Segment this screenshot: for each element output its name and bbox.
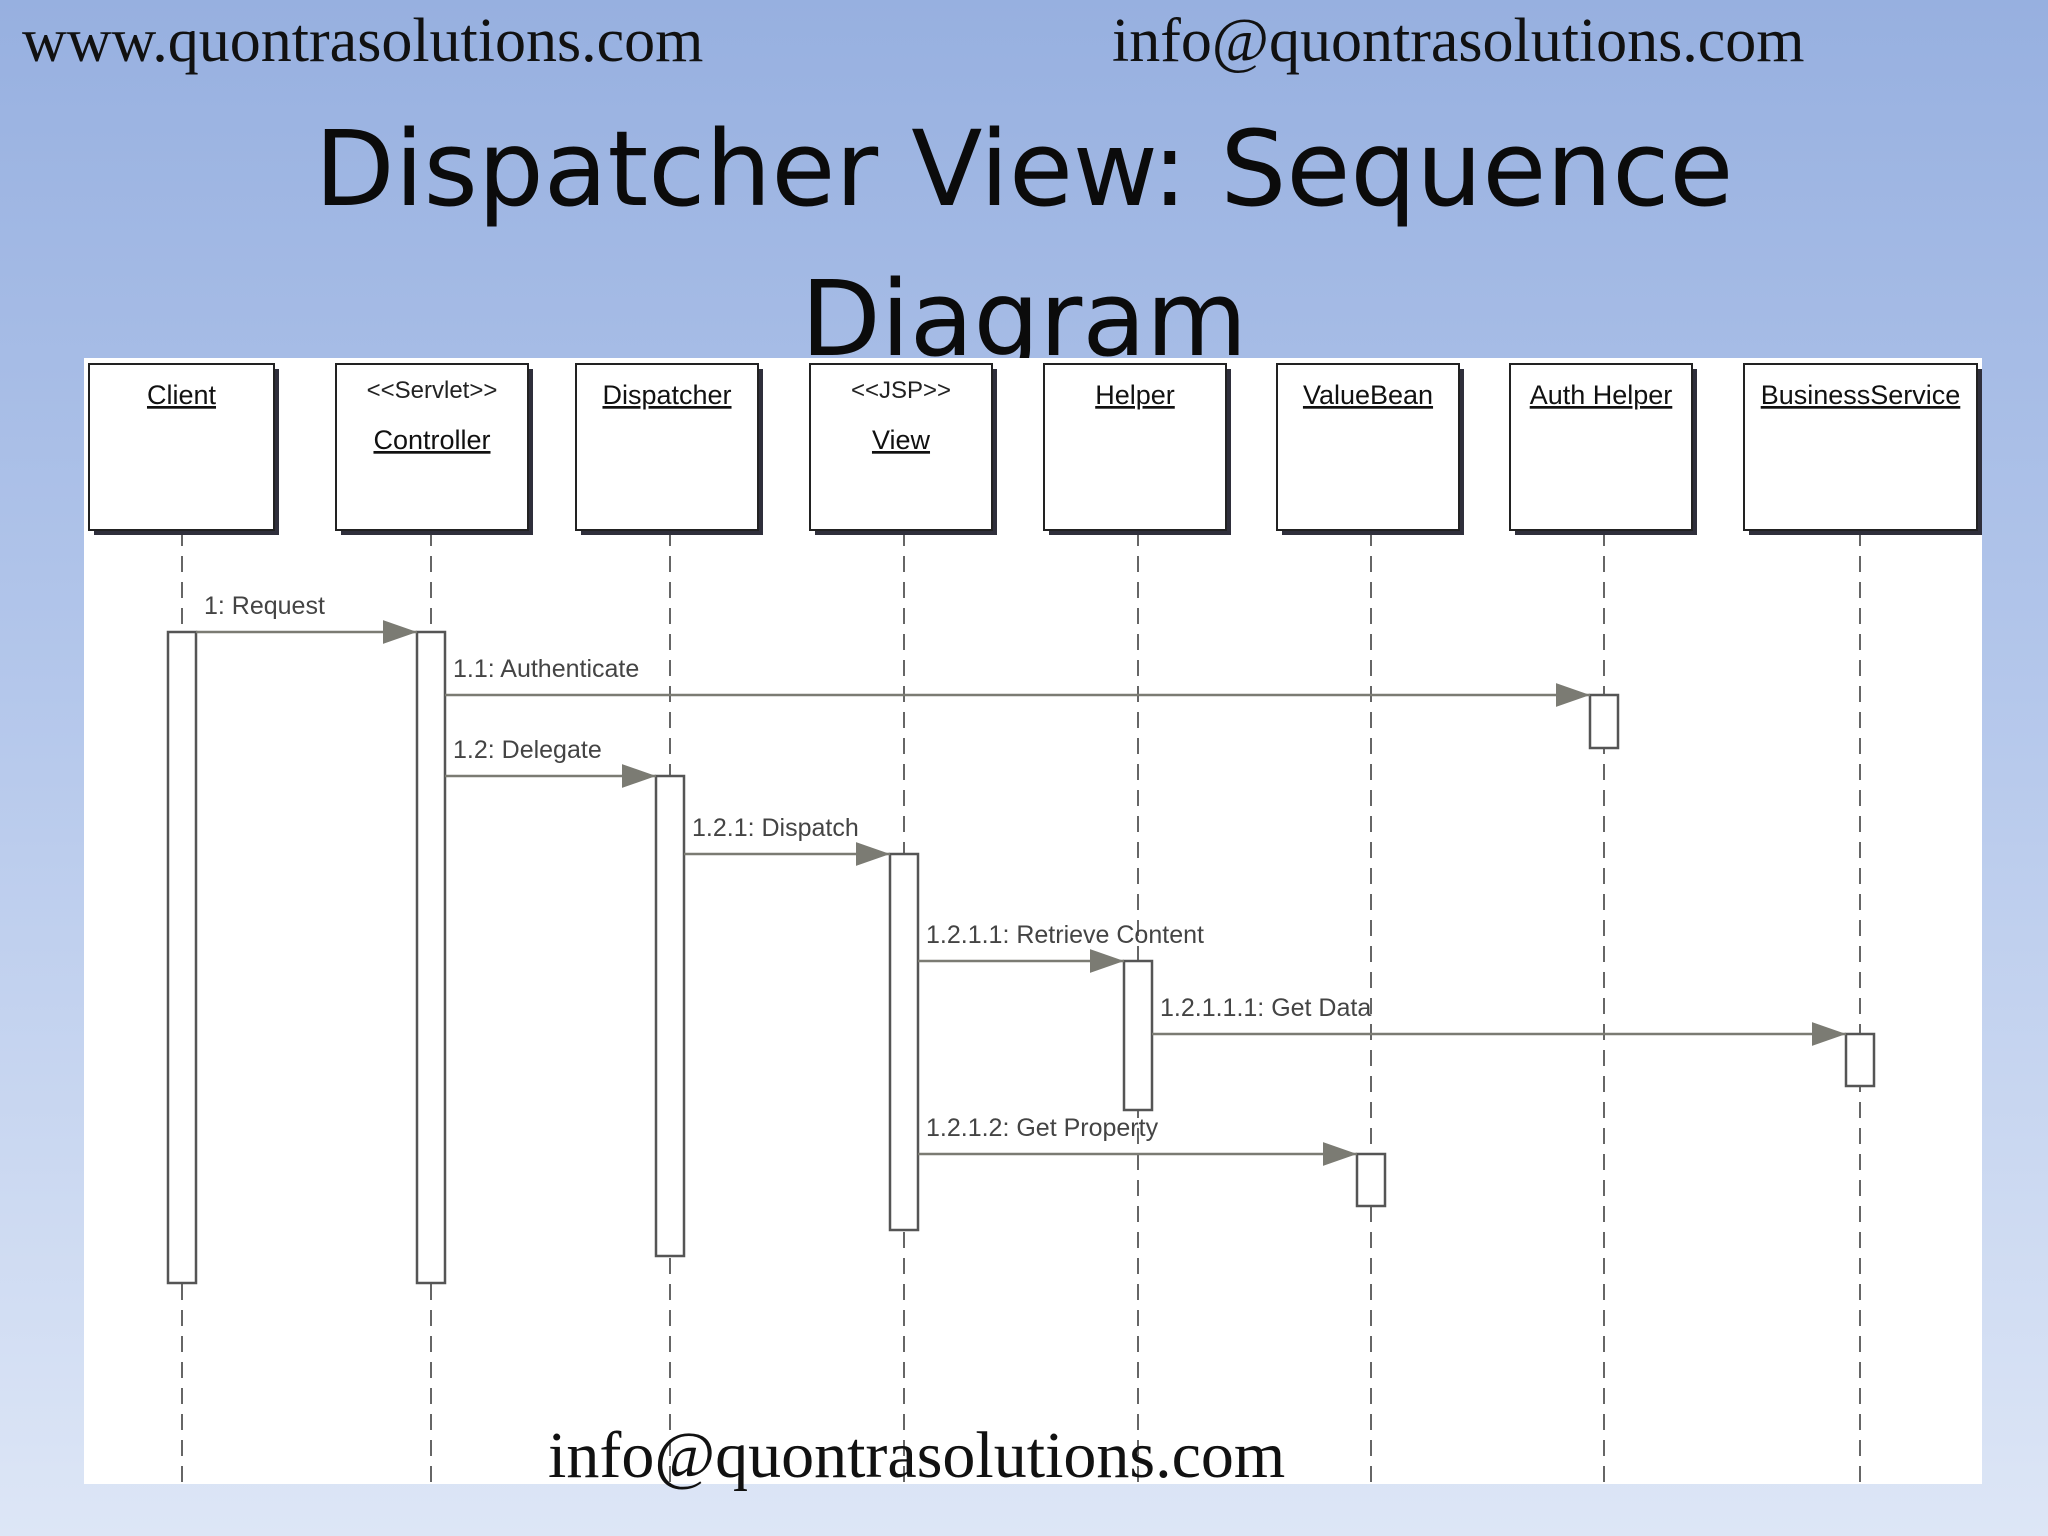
participant-box	[1043, 363, 1227, 531]
website-url[interactable]: www.quontrasolutions.com	[22, 7, 704, 75]
activation-bar	[888, 852, 920, 1232]
message-label: 1.2.1.2: Get Property	[926, 1114, 1159, 1142]
participant-name: Dispatcher	[602, 380, 731, 410]
message-request: 1: Request	[196, 592, 417, 644]
participant-view: <<JSP>> View	[809, 363, 997, 535]
message-label: 1: Request	[204, 592, 325, 620]
message-authenticate: 1.1: Authenticate	[445, 655, 1590, 707]
participant-name: Auth Helper	[1530, 380, 1673, 410]
message-label: 1.1: Authenticate	[453, 655, 639, 683]
sequence-diagram: 1: Request 1.1: Authenticate 1.2: Delegate…	[84, 358, 1982, 1484]
participant-box	[1509, 363, 1693, 531]
message-retrieve-content: 1.2.1.1: Retrieve Content	[918, 921, 1204, 973]
activation-bar	[1355, 1152, 1387, 1208]
participant-valuebean: ValueBean	[1276, 363, 1464, 535]
participant-name: Controller	[373, 425, 490, 455]
activation-bar	[415, 630, 447, 1285]
participant-name: Helper	[1095, 380, 1175, 410]
participant-controller: <<Servlet>> Controller	[335, 363, 533, 535]
participant-box	[1276, 363, 1460, 531]
participant-box	[1743, 363, 1978, 531]
participant-stereotype: <<Servlet>>	[367, 377, 498, 404]
activation-bar	[1122, 959, 1154, 1112]
sequence-diagram-canvas: 1: Request 1.1: Authenticate 1.2: Delegate…	[88, 363, 1982, 1484]
participant-auth-helper: Auth Helper	[1509, 363, 1697, 535]
message-label: 1.2.1.1: Retrieve Content	[926, 921, 1204, 949]
footer-email[interactable]: info@quontrasolutions.com	[548, 1419, 1286, 1492]
participant-name: BusinessService	[1761, 380, 1961, 410]
slide-title-line-1: Dispatcher View: Sequence	[314, 108, 1734, 230]
message-label: 1.2.1.1.1: Get Data	[1160, 994, 1371, 1022]
activation-bar	[166, 630, 198, 1285]
participant-dispatcher: Dispatcher	[575, 363, 763, 535]
message-dispatch: 1.2.1: Dispatch	[684, 814, 890, 866]
activation-bar	[1844, 1032, 1876, 1088]
activation-bar	[1588, 693, 1620, 750]
message-label: 1.2.1: Dispatch	[692, 814, 859, 842]
participant-box	[88, 363, 275, 531]
participant-name: Client	[147, 380, 217, 410]
participant-helper: Helper	[1043, 363, 1231, 535]
message-get-data: 1.2.1.1.1: Get Data	[1152, 994, 1846, 1046]
participant-name: View	[872, 425, 931, 455]
header-email[interactable]: info@quontrasolutions.com	[1112, 7, 1805, 75]
participant-client: Client	[88, 363, 279, 535]
slide-title: Dispatcher View: Sequence Diagram	[0, 94, 2048, 394]
activation-bar	[654, 774, 686, 1258]
message-label: 1.2: Delegate	[453, 736, 602, 764]
participant-box	[335, 363, 529, 531]
message-delegate: 1.2: Delegate	[445, 736, 656, 788]
participant-box	[809, 363, 993, 531]
participant-box	[575, 363, 759, 531]
participant-stereotype: <<JSP>>	[851, 377, 951, 404]
message-get-property: 1.2.1.2: Get Property	[918, 1114, 1357, 1166]
participant-businessservice: BusinessService	[1743, 363, 1982, 535]
participant-name: ValueBean	[1303, 380, 1433, 410]
